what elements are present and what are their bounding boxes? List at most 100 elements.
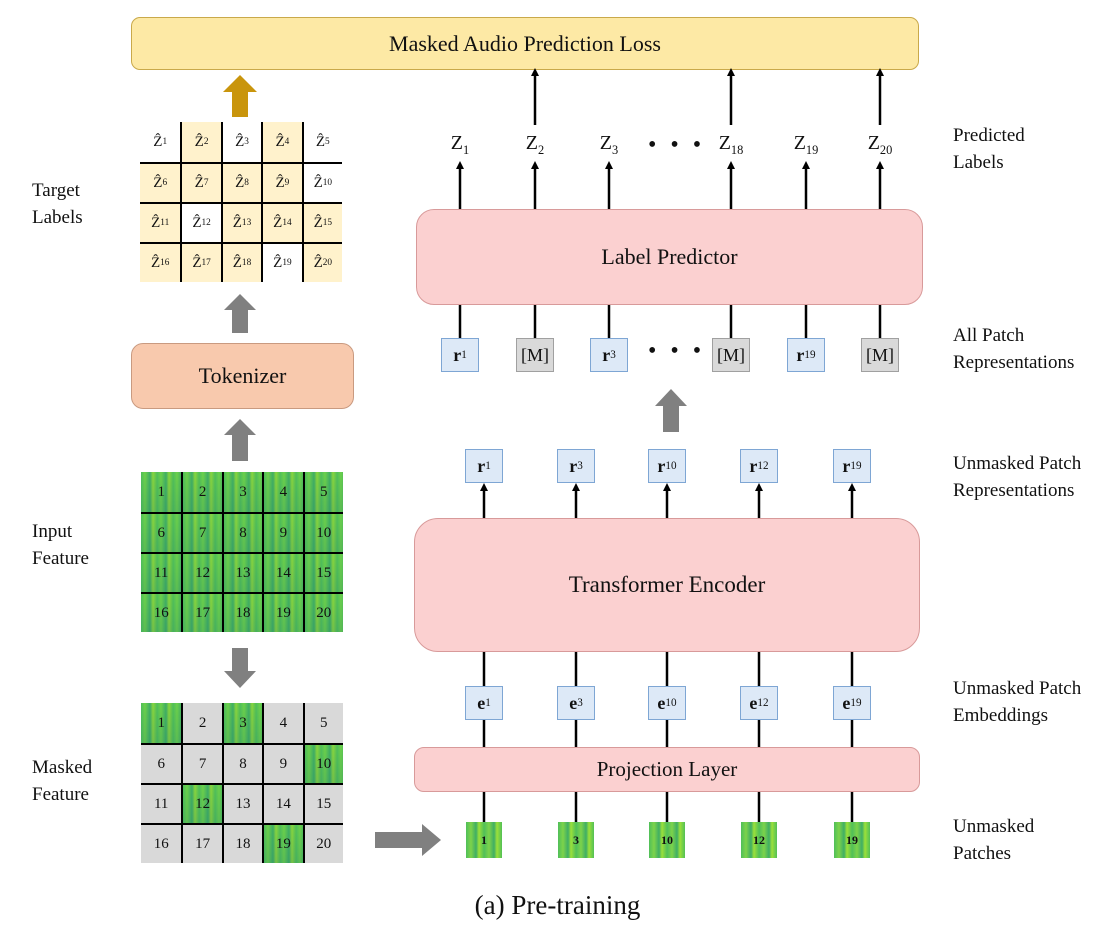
masked-cell: 2 [181, 703, 222, 743]
input-feature-cell: 9 [262, 512, 303, 552]
gray-up-arrow-tokenizer-to-target [224, 294, 256, 333]
input-feature-cell: 17 [181, 592, 222, 632]
input-feature-cell: 15 [302, 552, 343, 592]
unmasked-patch: 3 [558, 822, 594, 858]
predicted-label: Z2 [525, 132, 545, 157]
transformer-encoder: Transformer Encoder [414, 518, 920, 652]
masked-cell: 5 [302, 703, 343, 743]
input-feature-cell: 19 [262, 592, 303, 632]
mask-token: [M] [712, 338, 750, 372]
masked-cell: 13 [221, 783, 263, 823]
masked-cell: 7 [181, 743, 222, 783]
gray-up-arrow-input-to-tokenizer [224, 419, 256, 461]
gray-right-arrow-masked-to-patches [375, 824, 441, 856]
input-feature-cell: 7 [181, 512, 222, 552]
mask-token: [M] [861, 338, 899, 372]
masked-cell: 4 [262, 703, 303, 743]
masked-cell: 9 [262, 743, 303, 783]
predicted-label: Z1 [450, 132, 470, 157]
input-feature-cell: 1 [141, 472, 182, 512]
masked-cell: 8 [221, 743, 263, 783]
tokenizer: Tokenizer [131, 343, 354, 409]
input-feature-cell: 2 [181, 472, 222, 512]
predicted-label: Z3 [599, 132, 619, 157]
input-feature-cell: 12 [181, 552, 222, 592]
unmasked-cell: 12 [181, 783, 222, 823]
unmasked-cell: 10 [302, 743, 343, 783]
input-feature-cell: 10 [302, 512, 343, 552]
input-feature-cell: 6 [141, 512, 182, 552]
gold-up-arrow [223, 75, 257, 117]
input-feature-cell: 11 [141, 552, 182, 592]
input-feature-cell: 5 [302, 472, 343, 512]
unmasked-patch: 10 [649, 822, 685, 858]
masked-cell: 17 [181, 823, 222, 863]
input-feature-cell: 14 [262, 552, 303, 592]
predicted-label: Z20 [867, 132, 893, 157]
input-feature-cell: 4 [262, 472, 303, 512]
gray-up-arrow-repr-to-all [655, 389, 687, 432]
all-patch-ellipsis: • • • [648, 338, 706, 364]
unmasked-cell: 3 [221, 703, 263, 743]
unmasked-patch: 12 [741, 822, 777, 858]
masked-cell: 11 [141, 783, 182, 823]
input-feature-cell: 13 [221, 552, 263, 592]
predicted-labels-ellipsis: • • • [648, 132, 706, 158]
input-feature-cell: 20 [302, 592, 343, 632]
label-predictor: Label Predictor [416, 209, 923, 305]
mask-token: [M] [516, 338, 554, 372]
masked-cell: 16 [141, 823, 182, 863]
unmasked-patch: 1 [466, 822, 502, 858]
masked-cell: 6 [141, 743, 182, 783]
masked-cell: 14 [262, 783, 303, 823]
unmasked-patch: 19 [834, 822, 870, 858]
gray-down-arrow-input-to-masked [224, 648, 256, 688]
predicted-label: Z18 [718, 132, 744, 157]
input-feature-cell: 16 [141, 592, 182, 632]
input-feature-cell: 8 [221, 512, 263, 552]
masked-audio-prediction-loss: Masked Audio Prediction Loss [131, 17, 919, 70]
projection-layer: Projection Layer [414, 747, 920, 792]
masked-cell: 18 [221, 823, 263, 863]
